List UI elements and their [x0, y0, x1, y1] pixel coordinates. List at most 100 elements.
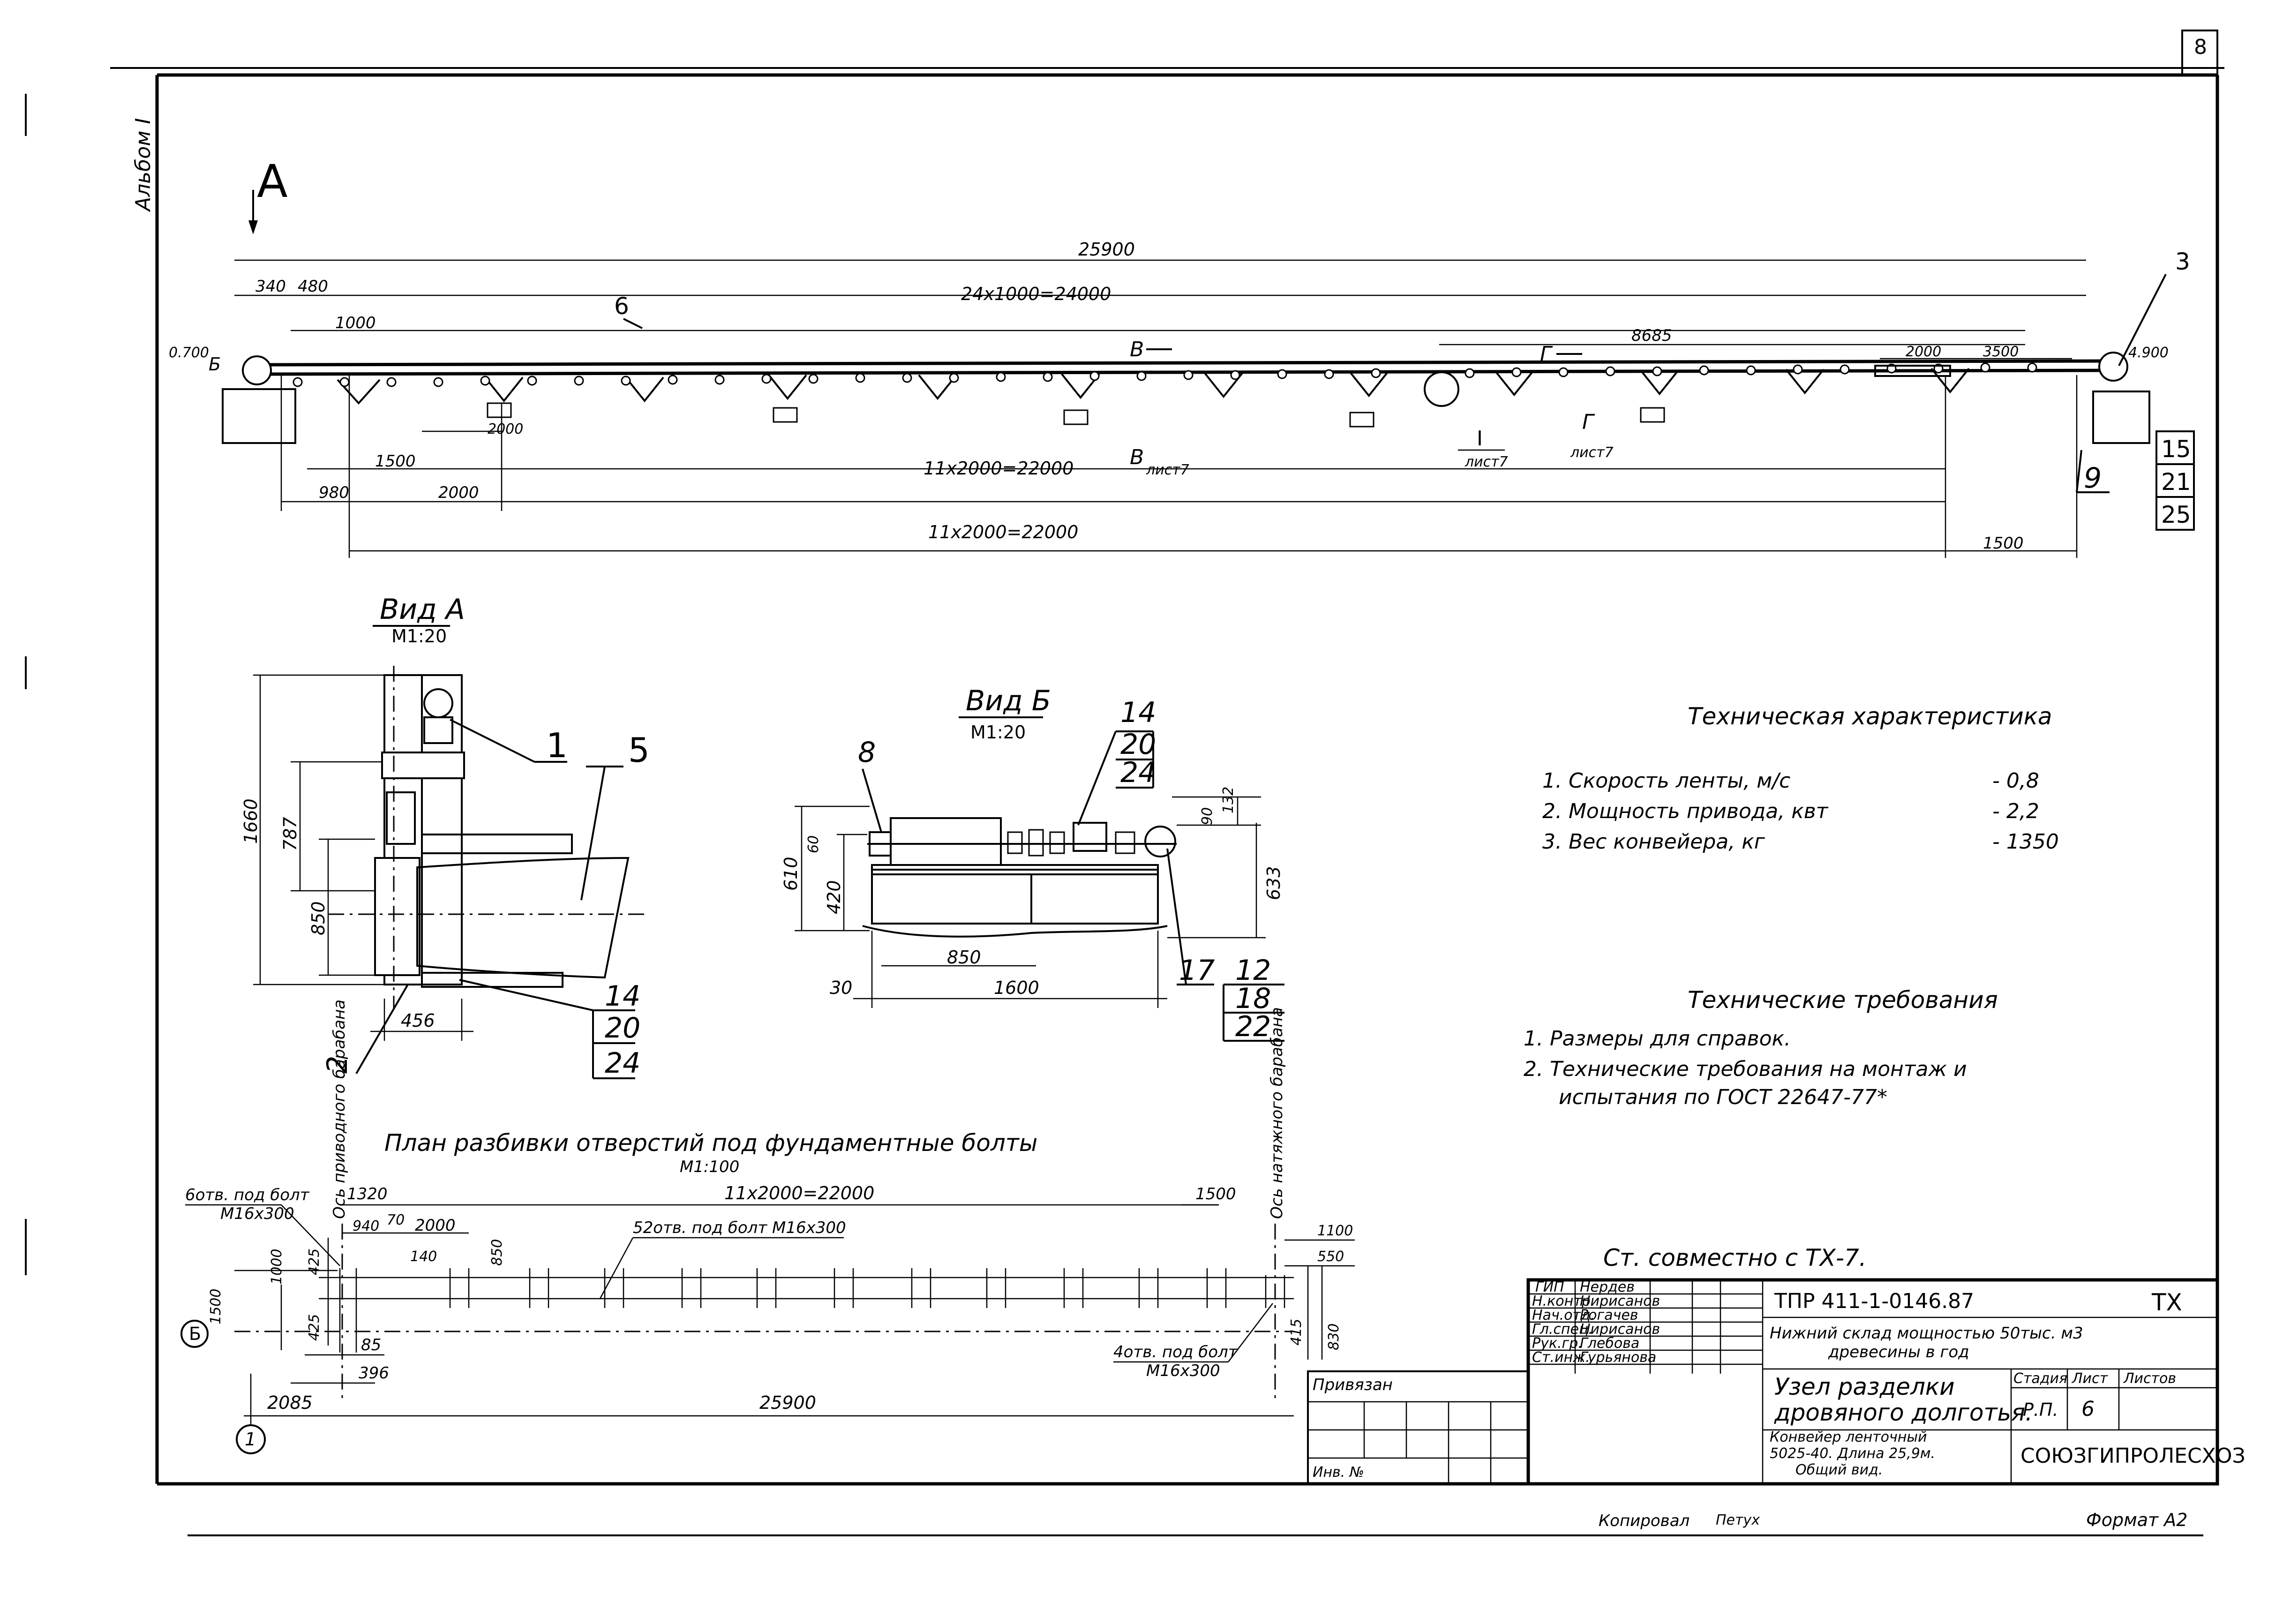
view-b-scale: М1:20: [970, 722, 1026, 743]
dim-1500b: 1500: [1983, 534, 2024, 553]
dim-90: 90: [1199, 807, 1216, 825]
callout-20a: 20: [605, 1012, 640, 1045]
tech-char-item-2: 2. Мощность привода, квт: [1542, 799, 1829, 823]
staff-name-2: Нирисанов: [1580, 1293, 1660, 1309]
stage-header: Стадия: [2013, 1370, 2067, 1387]
object-name-line1: Нижний склад мощностью 50тыс. м3: [1770, 1324, 2083, 1343]
dim-24x1000: 24x1000=24000: [961, 284, 1111, 304]
axis-b-marker: Б: [189, 1323, 201, 1344]
dim-1000: 1000: [335, 314, 376, 332]
dim-11x2000-b: 11x2000=22000: [928, 522, 1078, 542]
dim-8685: 8685: [1631, 326, 1672, 345]
compatibility-note: Ст. совместно с ТХ-7.: [1603, 1244, 1867, 1271]
tech-char-item-1: 1. Скорость ленты, м/с: [1542, 769, 1790, 793]
fp-dim-940: 940: [353, 1218, 379, 1234]
fp-dim-396: 396: [359, 1364, 389, 1383]
dim-30: 30: [830, 977, 852, 998]
privyazan-label: Привязан: [1313, 1376, 1393, 1394]
support-feet: [487, 402, 1665, 428]
staff-name-3: Рогачев: [1580, 1307, 1638, 1323]
dim-1600: 1600: [994, 977, 1039, 998]
view-a-title: Вид А: [380, 593, 465, 626]
callout-14a: 14: [605, 980, 640, 1013]
dim-11x2000-a: 11x2000=22000: [924, 458, 1074, 479]
dim-132: 132: [1220, 787, 1237, 813]
callout-2: 2: [321, 1056, 354, 1074]
bolt-hole-markers: [319, 1268, 1294, 1353]
callout-18: 18: [1235, 982, 1271, 1015]
note-4holes-line2: М16х300: [1146, 1361, 1220, 1380]
dim-850-b: 850: [947, 947, 981, 968]
staff-role-2: Н.контр.: [1532, 1293, 1595, 1309]
axis-1-marker: 1: [245, 1429, 256, 1450]
drawing-mark: ТХ: [2151, 1289, 2182, 1316]
callout-5: 5: [628, 730, 650, 770]
view-b: Вид Б М1:20: [781, 684, 1284, 1043]
tech-char-value-2: - 2,2: [1992, 799, 2039, 823]
staff-role-5: Рук.гр.: [1532, 1335, 1583, 1352]
callout-17: 17: [1179, 954, 1215, 987]
callout-24b: 24: [1120, 756, 1156, 789]
sheet-header: Лист: [2072, 1370, 2109, 1387]
inv-label: Инв. №: [1313, 1464, 1364, 1481]
fp-dim-70: 70: [387, 1212, 405, 1228]
note-6holes-line1: 6отв. под болт: [185, 1186, 310, 1204]
dim-3500: 3500: [1983, 344, 2019, 360]
callout-20b: 20: [1120, 728, 1156, 761]
fp-dim-415: 415: [1288, 1319, 1305, 1346]
staff-role-4: Гл.спец.: [1532, 1321, 1593, 1338]
drawing-name-line2: 5025-40. Длина 25,9м.: [1770, 1445, 1935, 1462]
callout-14b: 14: [1120, 696, 1156, 729]
view-b-title: Вид Б: [966, 684, 1051, 717]
callout-22: 22: [1235, 1010, 1271, 1043]
staff-role-1: ГИП: [1535, 1279, 1564, 1295]
callout-6: 6: [614, 293, 629, 320]
callout-12: 12: [1235, 954, 1271, 987]
axis-tension-label: Ось натяжного барабана: [1268, 1007, 1286, 1219]
fp-dim-2000: 2000: [415, 1216, 456, 1235]
tech-char-item-3: 3. Вес конвейера, кг: [1542, 830, 1765, 854]
foundation-plan-scale: М1:100: [680, 1158, 739, 1176]
drawing-name-line1: Конвейер ленточный: [1770, 1429, 1927, 1445]
fp-dim-425a: 425: [306, 1248, 323, 1275]
fp-dim-11x2000: 11x2000=22000: [724, 1183, 874, 1203]
dim-2000-tail: 2000: [1906, 344, 1941, 360]
note-4holes-line1: 4отв. под болт: [1113, 1343, 1238, 1361]
fp-dim-25900: 25900: [759, 1392, 816, 1413]
album-label: Альбом I: [131, 118, 155, 212]
fp-dim-850: 850: [489, 1239, 505, 1266]
fp-dim-140: 140: [410, 1248, 437, 1265]
tech-char-value-3: - 1350: [1992, 830, 2059, 854]
callout-8: 8: [858, 736, 876, 769]
fp-dim-830: 830: [1326, 1323, 1342, 1350]
dim-340: 340: [255, 277, 286, 296]
section-g-bottom-label: Г: [1582, 410, 1595, 434]
dim-overall: 25900: [1078, 239, 1135, 260]
tech-req-item-2: 2. Технические требования на монтаж и: [1524, 1057, 1967, 1081]
sheet-value: 6: [2081, 1397, 2095, 1421]
dim-480: 480: [298, 277, 328, 296]
fp-dim-425b: 425: [306, 1314, 323, 1341]
dim-2000b: 2000: [438, 483, 479, 502]
dim-633: 633: [1263, 866, 1284, 900]
callout-25: 25: [2161, 501, 2191, 528]
staff-role-6: Ст.инж.: [1532, 1349, 1590, 1366]
tech-req-item-1: 1. Размеры для справок.: [1524, 1027, 1791, 1051]
staff-name-5: Глебова: [1580, 1335, 1639, 1352]
dim-420: 420: [824, 880, 844, 914]
section-g-label: Г: [1540, 342, 1553, 366]
callout-15: 15: [2161, 436, 2191, 463]
dim-1660: 1660: [240, 798, 261, 844]
elevation-left: 0.700: [169, 345, 209, 361]
fp-dim-1500v: 1500: [208, 1289, 224, 1324]
dim-850: 850: [308, 901, 329, 935]
intermediate-supports: [337, 368, 1970, 405]
fp-dim-1100: 1100: [1317, 1223, 1353, 1239]
fp-dim-1500: 1500: [1195, 1185, 1236, 1203]
copied-by-label: Копировал: [1599, 1511, 1690, 1530]
view-a: Вид А М1:20 1660 787 85: [240, 593, 650, 1080]
fp-dim-2085: 2085: [267, 1392, 313, 1413]
note-6holes-line2: М16х300: [220, 1204, 294, 1223]
fp-dim-85: 85: [361, 1336, 381, 1354]
